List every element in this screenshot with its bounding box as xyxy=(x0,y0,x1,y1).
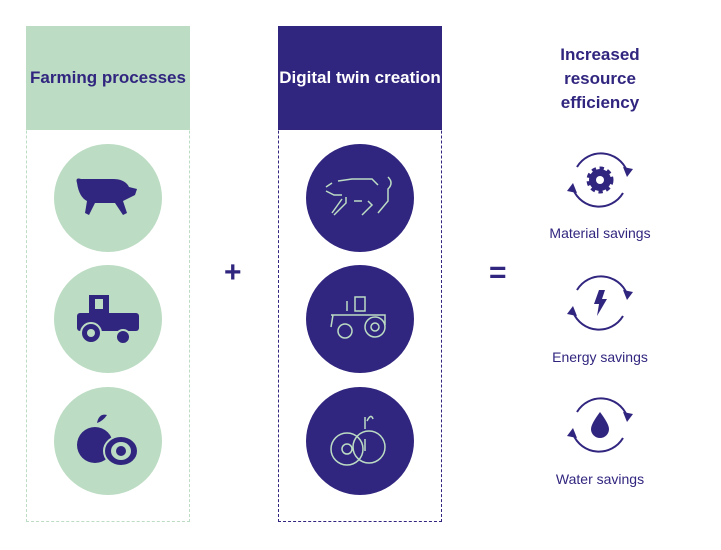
water-savings-label: Water savings xyxy=(555,471,645,487)
fruit-circle xyxy=(54,387,162,495)
fruit-icon xyxy=(77,414,139,467)
water-drop-icon xyxy=(591,412,609,438)
energy-cycle-icon xyxy=(567,275,633,331)
tractor-icon xyxy=(77,295,139,345)
energy-savings-label: Energy savings xyxy=(552,349,648,365)
digital-twin-header: Digital twin creation xyxy=(278,26,442,130)
tractor-circle xyxy=(54,265,162,373)
gear-cycle-icon xyxy=(567,152,633,208)
pig-icon xyxy=(76,178,137,215)
equals-operator: = xyxy=(489,256,507,289)
digital-twin-column: Digital twin creation xyxy=(278,26,442,522)
farming-processes-column: Farming processes xyxy=(26,26,190,522)
water-cycle-icon xyxy=(567,397,633,453)
farming-processes-header: Farming processes xyxy=(26,26,190,130)
digital-fruit-circle xyxy=(306,387,414,495)
digital-tractor-icon xyxy=(330,296,386,339)
resource-efficiency-title: Increased resource efficiency xyxy=(560,45,640,112)
digital-fruit-icon xyxy=(330,415,386,466)
gear-icon xyxy=(586,166,614,194)
digital-pig-icon xyxy=(325,176,392,216)
digital-pig-circle xyxy=(306,144,414,252)
lightning-icon xyxy=(594,290,607,316)
digital-tractor-circle xyxy=(306,265,414,373)
pig-circle xyxy=(54,144,162,252)
material-savings-label: Material savings xyxy=(549,225,651,241)
plus-operator: + xyxy=(224,256,242,289)
